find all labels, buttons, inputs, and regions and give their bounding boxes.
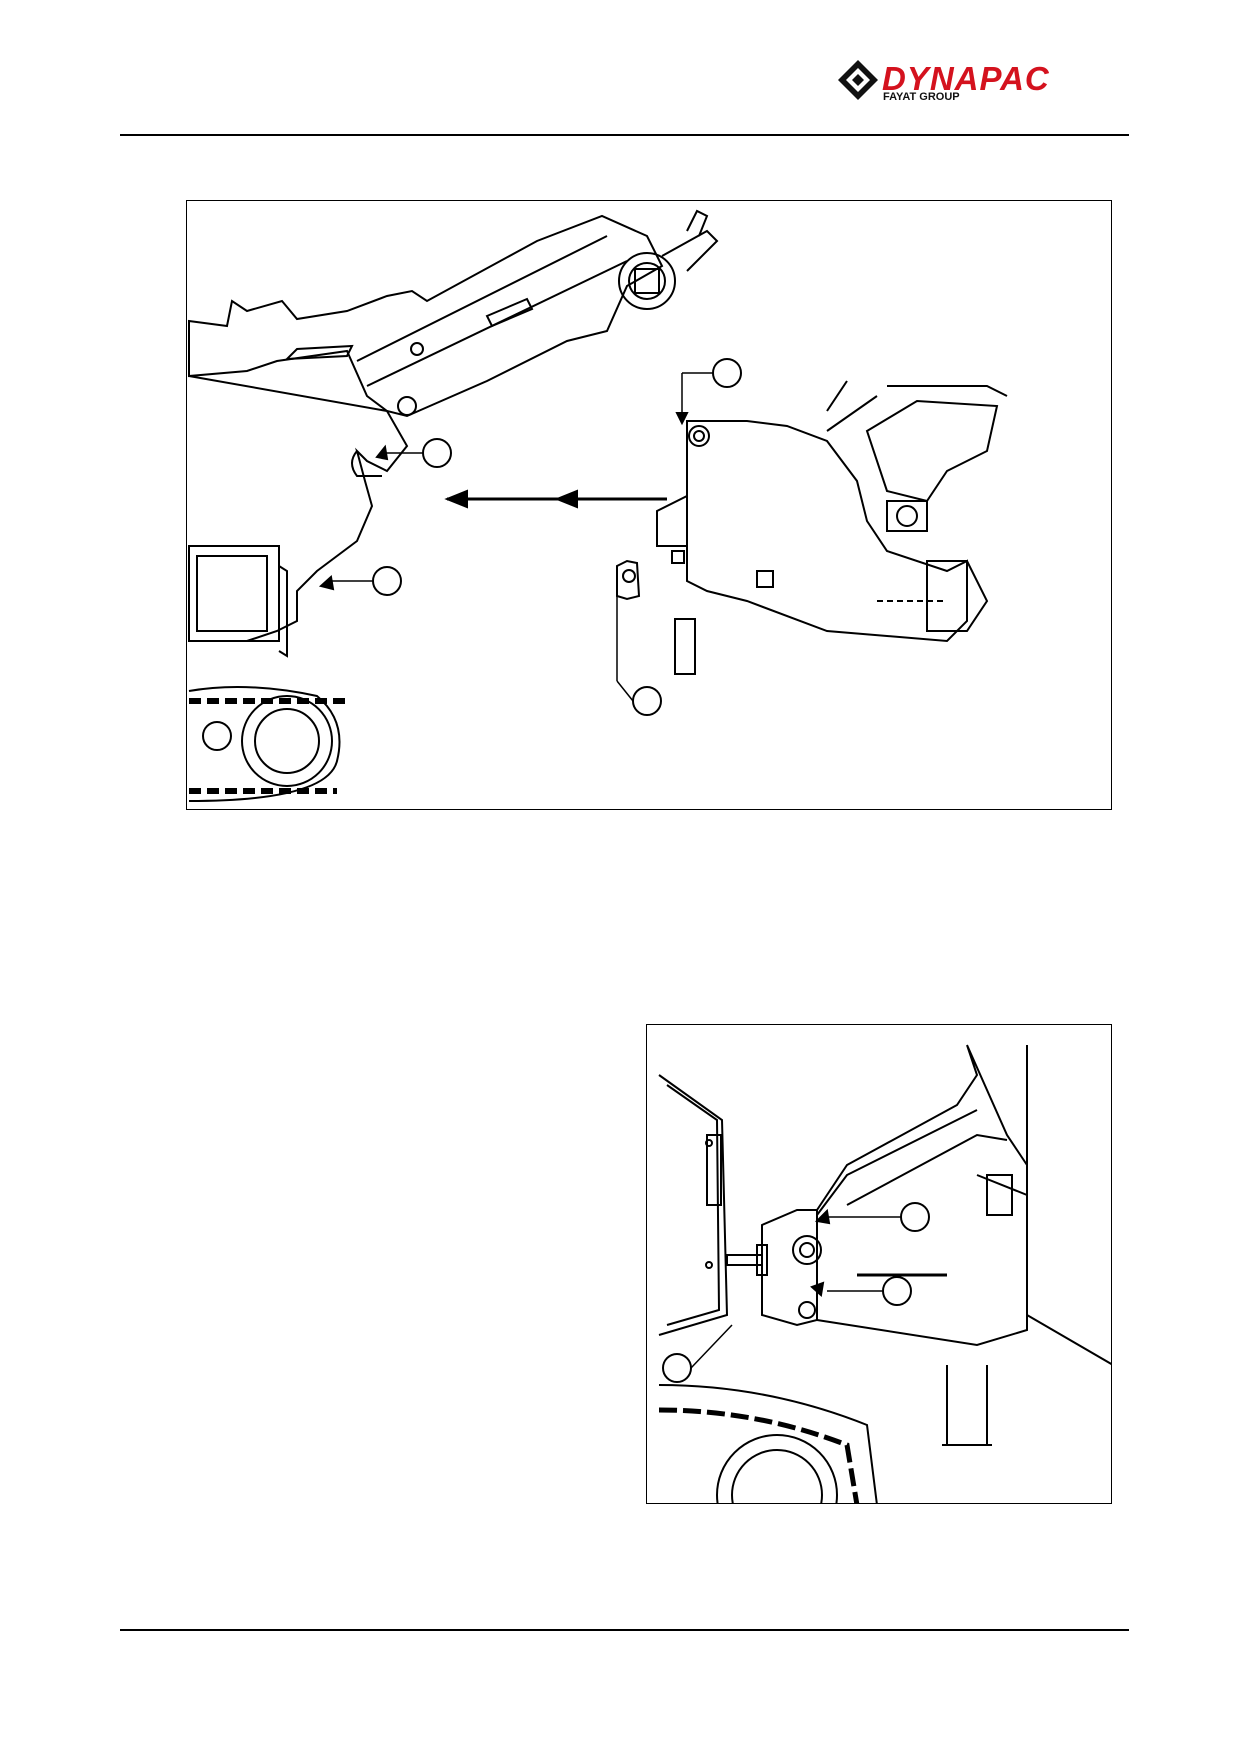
brand-subtitle: FAYAT GROUP xyxy=(883,91,960,103)
header-rule xyxy=(120,134,1129,136)
brand-name: DYNAPAC xyxy=(882,60,1050,97)
top-illustration xyxy=(186,200,1112,810)
dynapac-logo: DYNAPAC FAYAT GROUP xyxy=(836,58,1136,106)
paver-coupling-drawing xyxy=(188,209,1008,802)
footer-rule xyxy=(120,1629,1129,1631)
dynapac-diamond-icon xyxy=(838,60,878,100)
bottom-illustration xyxy=(646,1024,1112,1504)
coupling-detail-drawing xyxy=(658,1044,1111,1503)
